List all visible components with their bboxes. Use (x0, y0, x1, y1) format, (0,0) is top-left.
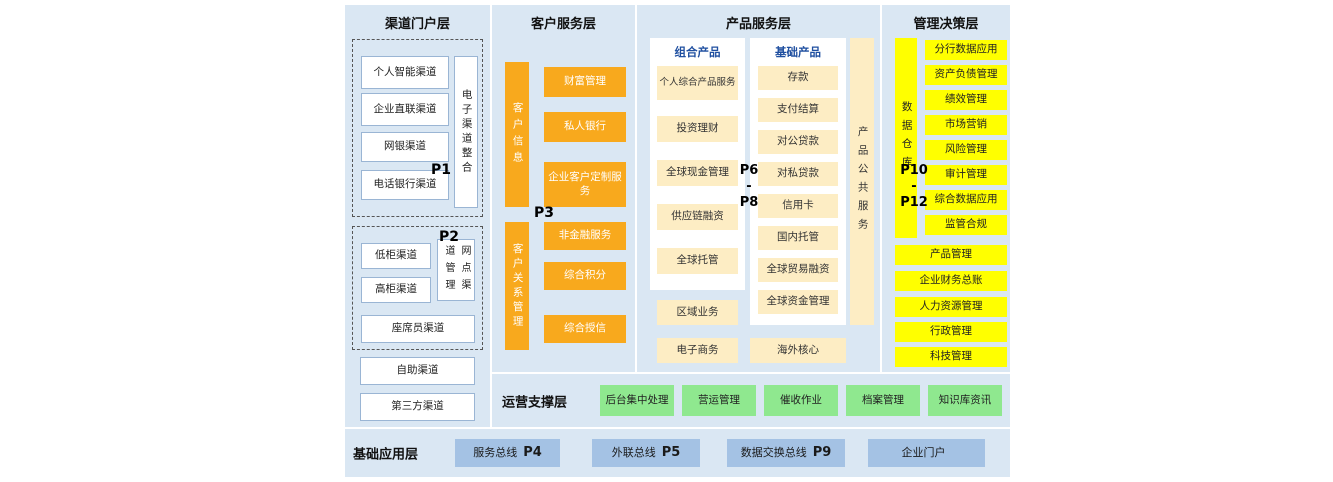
product-box: 全球资金管理 (758, 290, 838, 314)
customer-info-bar: 客户信息 (505, 62, 529, 207)
p-dash: - (746, 179, 752, 194)
channel-box: 高柜渠道 (361, 277, 431, 303)
management-box: 市场营销 (925, 115, 1007, 135)
management-box: 企业财务总账 (895, 271, 1007, 291)
channel-box: 企业直联渠道 (361, 93, 449, 126)
operation-box: 催收作业 (764, 385, 838, 416)
operation-layer-title: 运营支撑层 (502, 395, 568, 410)
customer-service-box: 企业客户定制服务 (544, 162, 626, 207)
channel-layer-panel: 渠道门户层 个人智能渠道 企业直联渠道 网银渠道 电话银行渠道 电子渠道整合 P… (345, 5, 490, 427)
management-box: 资产负债管理 (925, 65, 1007, 85)
banking-architecture-diagram: 渠道门户层 个人智能渠道 企业直联渠道 网银渠道 电话银行渠道 电子渠道整合 P… (345, 5, 1010, 477)
service-bus-label: 服务总线 (473, 446, 518, 460)
branch-channel-mgmt-bar: 网点渠道管理 (437, 239, 475, 301)
product-box: 个人综合产品服务 (657, 66, 738, 100)
product-box: 国内托管 (758, 226, 838, 250)
p8-label: P8 (739, 195, 759, 210)
operation-box: 档案管理 (846, 385, 920, 416)
customer-service-box: 财富管理 (544, 67, 626, 97)
p10-label: P10 (900, 163, 928, 178)
channel-group1-dashed-box: 个人智能渠道 企业直联渠道 网银渠道 电话银行渠道 电子渠道整合 P1 (352, 39, 483, 217)
data-warehouse-bar: 数据仓库 (895, 38, 917, 238)
channel-box: 第三方渠道 (360, 393, 475, 421)
product-box: 存款 (758, 66, 838, 90)
p6-p8-label: P6 - P8 (735, 163, 763, 211)
operation-box: 后台集中处理 (600, 385, 674, 416)
p4-label: P4 (523, 444, 542, 460)
management-box: 行政管理 (895, 322, 1007, 342)
customer-service-box: 私人银行 (544, 112, 626, 142)
channel-group2-dashed-box: P2 低柜渠道 高柜渠道 网点渠道管理 座席员渠道 (352, 226, 483, 350)
p10-p12-label: P10 - P12 (892, 163, 936, 211)
p3-label: P3 (534, 205, 555, 221)
management-layer-title: 管理决策层 (913, 17, 979, 32)
product-box: 供应链融资 (657, 204, 738, 230)
channel-box: 自助渠道 (360, 357, 475, 385)
p9-label: P9 (812, 444, 832, 460)
product-layer-panel: 产品服务层 组合产品 个人综合产品服务 投资理财 全球现金管理 供应链融资 全球… (637, 5, 880, 372)
crm-bar: 客户关系管理 (505, 222, 529, 350)
product-box: 区域业务 (657, 300, 738, 325)
product-public-service-bar: 产品公共服务 (850, 38, 874, 325)
basic-products-panel: 基础产品 存款 支付结算 对公贷款 对私贷款 信用卡 国内托管 全球贸易融资 全… (750, 38, 846, 325)
customer-layer-panel: 客户服务层 客户信息 财富管理 私人银行 企业客户定制服务 P3 客户关系管理 … (492, 5, 635, 372)
combo-products-header: 组合产品 (674, 45, 721, 59)
management-box: 风险管理 (925, 140, 1007, 160)
management-box: 监管合规 (925, 215, 1007, 235)
e-channel-integration-bar: 电子渠道整合 (454, 56, 478, 208)
operation-box: 知识库资讯 (928, 385, 1002, 416)
data-exchange-bus-box: 数据交换总线 P9 (727, 439, 845, 467)
operation-layer-panel: 运营支撑层 后台集中处理 营运管理 催收作业 档案管理 知识库资讯 (492, 374, 1010, 427)
external-bus-label: 外联总线 (611, 446, 656, 460)
enterprise-portal-box: 企业门户 (868, 439, 985, 467)
p-dash: - (911, 179, 917, 194)
product-box: 信用卡 (758, 194, 838, 218)
data-exchange-bus-label: 数据交换总线 (740, 446, 807, 460)
management-box: 产品管理 (895, 245, 1007, 265)
channel-box: 个人智能渠道 (361, 56, 449, 89)
p6-label: P6 (739, 163, 759, 178)
customer-service-box: 综合积分 (544, 262, 626, 290)
product-box: 投资理财 (657, 116, 738, 142)
base-layer-title: 基础应用层 (353, 447, 419, 463)
external-bus-box: 外联总线 P5 (592, 439, 700, 467)
channel-box: 低柜渠道 (361, 243, 431, 269)
base-layer-panel: 基础应用层 服务总线 P4 外联总线 P5 数据交换总线 P9 企业门户 (345, 429, 1010, 477)
channel-box: 座席员渠道 (361, 315, 475, 343)
operation-box: 营运管理 (682, 385, 756, 416)
management-box: 综合数据应用 (925, 190, 1007, 210)
service-bus-box: 服务总线 P4 (455, 439, 560, 467)
management-box: 人力资源管理 (895, 297, 1007, 317)
product-box: 全球托管 (657, 248, 738, 274)
management-box: 分行数据应用 (925, 40, 1007, 60)
management-box: 科技管理 (895, 347, 1007, 367)
product-box: 对私贷款 (758, 162, 838, 186)
product-box: 支付结算 (758, 98, 838, 122)
product-layer-title: 产品服务层 (725, 17, 791, 32)
customer-layer-title: 客户服务层 (530, 17, 596, 32)
product-box: 对公贷款 (758, 130, 838, 154)
overseas-core-box: 海外核心 (750, 338, 846, 363)
p5-label: P5 (661, 444, 681, 460)
customer-service-box: 综合授信 (544, 315, 626, 343)
p2-label: P2 (439, 229, 460, 245)
channel-layer-title: 渠道门户层 (384, 17, 450, 32)
product-box: 全球现金管理 (657, 160, 738, 186)
management-layer-panel: 管理决策层 数据仓库 P10 - P12 分行数据应用 资产负债管理 绩效管理 … (882, 5, 1010, 372)
channel-box: 网银渠道 (361, 132, 449, 162)
product-box: 全球贸易融资 (758, 258, 838, 282)
channel-box: 电话银行渠道 (361, 170, 449, 200)
customer-service-box: 非金融服务 (544, 222, 626, 250)
management-box: 绩效管理 (925, 90, 1007, 110)
p12-label: P12 (900, 195, 928, 210)
basic-products-header: 基础产品 (775, 45, 821, 59)
combo-products-panel: 组合产品 个人综合产品服务 投资理财 全球现金管理 供应链融资 全球托管 (650, 38, 745, 290)
p1-label: P1 (431, 162, 452, 178)
product-box: 电子商务 (657, 338, 738, 363)
enterprise-portal-label: 企业门户 (901, 446, 946, 460)
management-box: 审计管理 (925, 165, 1007, 185)
